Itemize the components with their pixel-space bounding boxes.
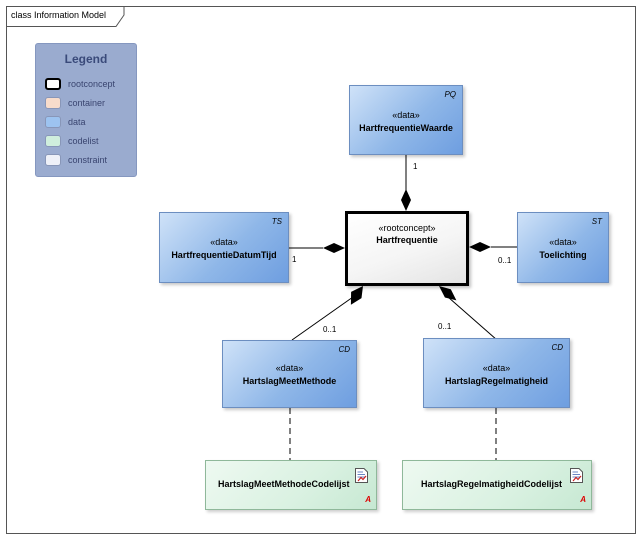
legend-label: rootconcept	[68, 79, 116, 89]
composition-diamond-meetmethode	[350, 286, 363, 305]
multiplicity-waarde: 1	[413, 162, 418, 171]
type-tag: TS	[271, 217, 282, 226]
class-name: HartfrequentieDatumTijd	[171, 250, 277, 260]
multiplicity-toelichting: 0..1	[498, 256, 512, 265]
multiplicity-datumtijd: 1	[292, 255, 297, 264]
codelist-hartslag-meetmethode[interactable]: HartslagMeetMethodeCodelijst A	[205, 460, 377, 510]
stereotype-label: «rootconcept»	[378, 223, 436, 233]
multiplicity-regelmatigheid: 0..1	[438, 322, 452, 331]
codelist-hartslag-regelmatigheid[interactable]: HartslagRegelmatigheidCodelijst A	[402, 460, 592, 510]
class-hartfrequentie-datumtijd[interactable]: TS «data» HartfrequentieDatumTijd	[159, 212, 289, 283]
abstract-marker: A	[580, 495, 586, 504]
stereotype-label: «data»	[392, 110, 420, 120]
composition-diamond-waarde	[401, 189, 411, 211]
stereotype-label: «data»	[549, 237, 577, 247]
document-link-icon	[355, 468, 368, 483]
class-name: HartfrequentieWaarde	[359, 123, 453, 133]
type-tag: CD	[338, 345, 350, 354]
legend-swatch-container	[45, 97, 61, 109]
class-name: Toelichting	[539, 250, 587, 260]
abstract-marker: A	[365, 495, 371, 504]
composition-diamond-datumtijd	[323, 243, 345, 253]
association-regelmatigheid	[447, 296, 498, 341]
class-toelichting[interactable]: ST «data» Toelichting	[517, 212, 609, 283]
legend-swatch-rootconcept	[45, 78, 61, 90]
class-hartfrequentie-root[interactable]: «rootconcept» Hartfrequentie	[345, 211, 469, 286]
legend-swatch-data	[45, 116, 61, 128]
class-name: HartslagRegelmatigheid	[444, 376, 549, 386]
class-name: HartslagMeetMethode	[242, 376, 337, 386]
composition-diamond-toelichting	[469, 242, 491, 252]
frame-title: class Information Model	[11, 10, 107, 20]
multiplicity-meetmethode: 0..1	[323, 325, 337, 334]
type-tag: ST	[591, 217, 602, 226]
association-meetmethode	[291, 296, 354, 341]
legend-swatch-constraint	[45, 154, 61, 166]
legend-label: data	[68, 117, 86, 127]
codelist-name: HartslagRegelmatigheidCodelijst	[421, 479, 563, 489]
class-hartslag-meetmethode[interactable]: CD «data» HartslagMeetMethode	[222, 340, 357, 408]
codelist-name: HartslagMeetMethodeCodelijst	[218, 479, 350, 489]
diagram-frame	[6, 6, 636, 534]
stereotype-label: «data»	[210, 237, 238, 247]
class-hartfrequentie-waarde[interactable]: PQ «data» HartfrequentieWaarde	[349, 85, 463, 155]
legend-label: container	[68, 98, 106, 108]
legend-swatch-codelist	[45, 135, 61, 147]
legend-title: Legend	[64, 52, 108, 66]
legend-label: codelist	[68, 136, 99, 146]
class-name: Hartfrequentie	[376, 235, 438, 245]
frame-title-tab	[6, 6, 125, 27]
class-hartslag-regelmatigheid[interactable]: CD «data» HartslagRegelmatigheid	[423, 338, 570, 408]
type-tag: PQ	[444, 90, 456, 99]
type-tag: CD	[551, 343, 563, 352]
composition-diamond-regelmatigheid	[439, 286, 457, 301]
document-link-icon	[570, 468, 583, 483]
legend: Legend rootconcept container data codeli…	[35, 43, 137, 177]
legend-label: constraint	[68, 155, 108, 165]
stereotype-label: «data»	[275, 363, 304, 373]
stereotype-label: «data»	[482, 363, 511, 373]
